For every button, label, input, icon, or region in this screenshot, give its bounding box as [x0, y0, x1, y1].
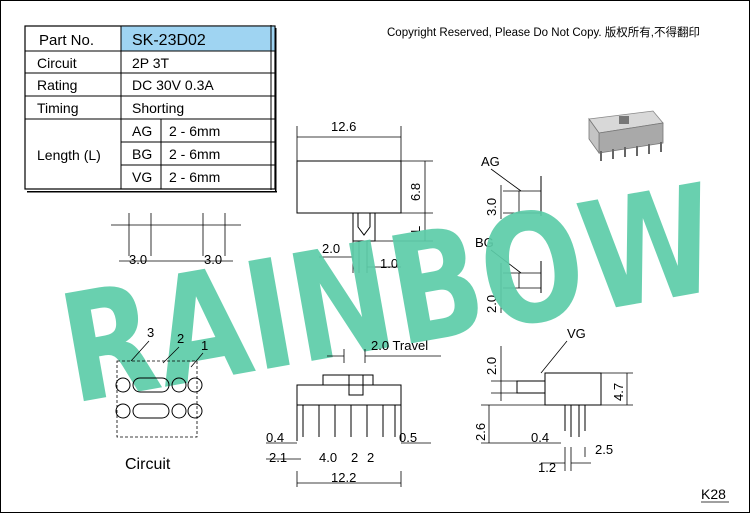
circuit-diagram: 3 2 1 Circuit [115, 325, 208, 473]
ag-label: AG [481, 154, 500, 169]
dim-lead-length: L [408, 226, 423, 233]
dim-pin-b: 2.1 [269, 450, 287, 465]
dim-ag-height: 3.0 [484, 198, 499, 216]
dim-vg-pitch: 2.5 [595, 442, 613, 457]
dim-top-height: 6.8 [408, 183, 423, 201]
switch-photo [588, 110, 664, 161]
timing-value: Shorting [132, 100, 184, 116]
vg-label: VG [567, 326, 586, 341]
dim-total-width: 12.2 [331, 470, 356, 485]
ag-bg-detail: AG 3.0 BG 2.0 [475, 154, 542, 313]
vg-view: VG 2.0 4.7 2.6 0.4 2.5 1.2 [473, 326, 633, 475]
top-view: 12.6 6.8 L 2.0 1.0 [296, 119, 433, 273]
dim-vg-top: 2.0 [484, 357, 499, 375]
page-code: K28 [701, 486, 726, 502]
length-code-bg: BG [132, 146, 152, 162]
dim-bg-height: 2.0 [484, 295, 499, 313]
dim-vg-lead: 2.6 [473, 423, 488, 441]
length-code-vg: VG [132, 169, 152, 185]
copyright-notice: Copyright Reserved, Please Do Not Copy. … [387, 25, 700, 39]
left-gap-detail: 3.0 3.0 [111, 213, 241, 267]
circuit-pin-1: 1 [201, 338, 208, 353]
dim-travel: 2.0 Travel [371, 338, 428, 353]
dim-span-b: 2 [351, 450, 358, 465]
circuit-value: 2P 3T [132, 55, 170, 71]
dim-vg-gap: 1.2 [538, 460, 556, 475]
dim-top-width: 12.6 [331, 119, 356, 134]
length-code-ag: AG [132, 123, 152, 139]
dim-pin-pitch: 2.0 [322, 241, 340, 256]
front-view: 2.0 Travel 0.4 2.1 4.0 2 2 0.5 12.2 [266, 338, 441, 487]
circuit-pin-3: 3 [147, 325, 154, 340]
part-no-value: SK-23D02 [132, 32, 206, 49]
timing-label: Timing [37, 100, 79, 116]
spec-table: Part No. SK-23D02 Circuit 2P 3T Rating D… [24, 25, 277, 193]
circuit-title: Circuit [125, 456, 171, 473]
circuit-label: Circuit [37, 55, 77, 71]
part-no-value-cell [120, 25, 276, 52]
length-range-vg: 2 - 6mm [169, 169, 220, 185]
dim-left-gap-a: 3.0 [129, 252, 147, 267]
dim-pin-a: 0.4 [266, 430, 284, 445]
bg-label: BG [475, 235, 494, 250]
rating-label: Rating [37, 77, 77, 93]
dim-pin-width: 1.0 [380, 256, 398, 271]
length-range-ag: 2 - 6mm [169, 123, 220, 139]
dim-span-a: 4.0 [319, 450, 337, 465]
length-range-bg: 2 - 6mm [169, 146, 220, 162]
rating-value: DC 30V 0.3A [132, 77, 214, 93]
dim-vg-height: 4.7 [611, 383, 626, 401]
part-no-label: Part No. [39, 32, 94, 49]
length-label: Length (L) [37, 147, 101, 163]
dim-vg-pin: 0.4 [531, 430, 549, 445]
dim-pin-c: 0.5 [399, 430, 417, 445]
dim-span-c: 2 [367, 450, 374, 465]
dim-left-gap-b: 3.0 [204, 252, 222, 267]
circuit-pin-2: 2 [177, 331, 184, 346]
